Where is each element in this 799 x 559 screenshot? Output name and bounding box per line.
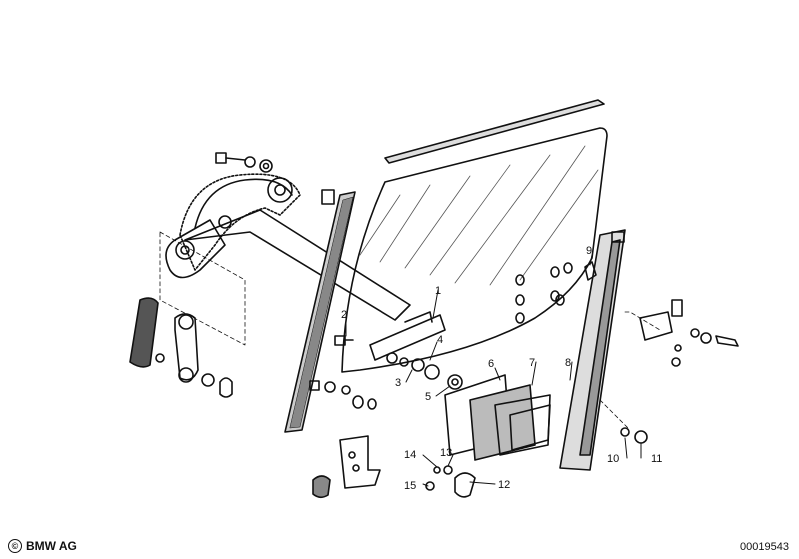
- part-3-4-washers: [386, 352, 440, 380]
- callout-14: 14: [404, 449, 416, 461]
- callout-12: 12: [498, 479, 510, 491]
- callout-4: 4: [437, 334, 443, 346]
- window-glass: [341, 127, 608, 373]
- callout-7: 7: [529, 357, 535, 369]
- callout-10: 10: [607, 453, 619, 465]
- callout-8: 8: [565, 357, 571, 369]
- lower-mounting-bracket: [312, 435, 381, 499]
- bolt-assembly-top: [215, 152, 273, 173]
- callout-5: 5: [425, 391, 431, 403]
- callout-1: 1: [435, 285, 441, 297]
- leader-lines: [345, 254, 642, 487]
- part-5-nut: [447, 374, 463, 390]
- parts-12-15-clips: [425, 465, 476, 498]
- callout-15: 15: [404, 480, 416, 492]
- part-1-lift-channel: [369, 311, 446, 361]
- copyright-notice: © BMW AG: [8, 539, 77, 553]
- guide-rail-left: [284, 189, 356, 433]
- callout-3: 3: [395, 377, 401, 389]
- mounting-bracket-right: [624, 299, 739, 367]
- callout-11: 11: [651, 453, 662, 465]
- brand-label: BMW AG: [26, 539, 77, 553]
- callout-labels: 1 2 3 4 5 6 7 8 9 10 11 12 13 14 15: [341, 245, 662, 492]
- window-crank-handle: [129, 297, 233, 398]
- parts-10-11-bolts: [599, 399, 648, 444]
- copyright-icon: ©: [8, 539, 22, 553]
- callout-13: 13: [440, 447, 452, 459]
- part-9-clip: [584, 261, 597, 281]
- callout-6: 6: [488, 358, 494, 370]
- callout-2: 2: [341, 309, 347, 321]
- window-regulator: [159, 173, 411, 346]
- callout-9: 9: [586, 245, 592, 257]
- part-8-rear-channel: [559, 229, 626, 471]
- fastener-row-lower-left: [309, 335, 377, 410]
- window-seal-strip: [384, 99, 605, 164]
- parts-6-7-plates: [444, 374, 551, 461]
- diagram-number: 00019543: [740, 541, 789, 553]
